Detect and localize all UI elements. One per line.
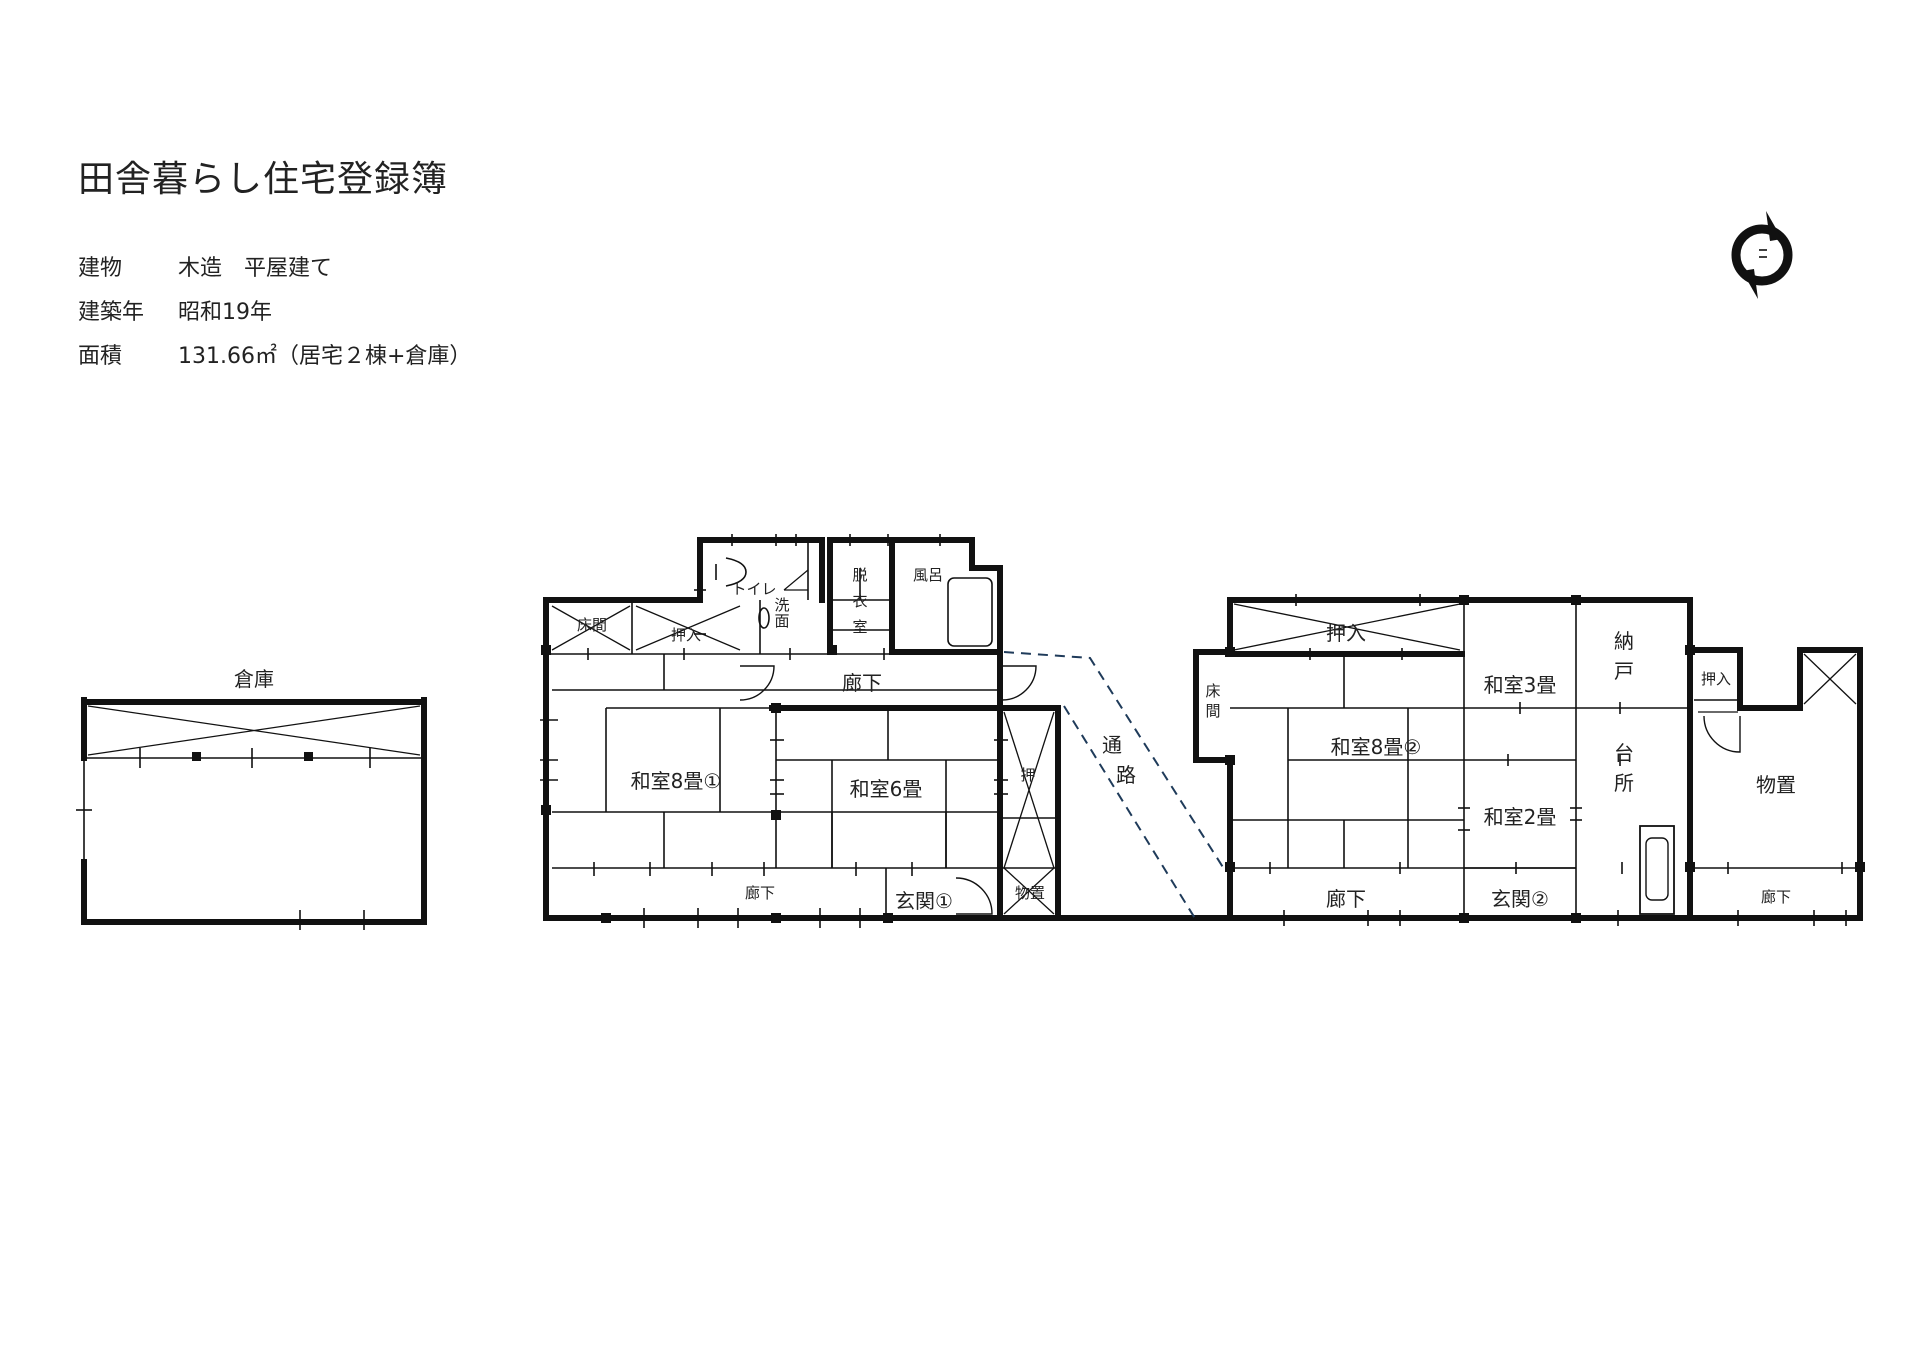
passage: 通路 <box>1003 651 1227 921</box>
room-washroom: 洗面 <box>774 596 789 630</box>
room-corridor-3: 廊下 <box>1761 888 1791 906</box>
room-genkan-2: 玄関② <box>1491 887 1549 911</box>
room-oshiire-2: 押入 <box>1326 621 1366 645</box>
info-area-label: 面積 <box>78 344 123 369</box>
room-washitsu-3: 和室3畳 <box>1484 673 1557 697</box>
room-washitsu-2: 和室2畳 <box>1484 805 1557 829</box>
room-storage-small: 物置 <box>1015 884 1045 902</box>
info-year-label: 建築年 <box>78 300 145 325</box>
info-year-value: 昭和19年 <box>178 300 272 325</box>
room-storage: 物置 <box>1756 773 1796 797</box>
house-2: 床間 押入 和室8畳② 和室3畳 和室2畳 納戸 台所 廊下 玄関② 押入 物置… <box>1193 594 1865 926</box>
room-toilet: トイレ <box>731 580 776 598</box>
room-washitsu-6: 和室6畳 <box>850 777 923 801</box>
warehouse-label: 倉庫 <box>234 667 274 691</box>
warehouse: 倉庫 <box>76 667 427 930</box>
info-year: 建築年 昭和19年 <box>78 294 272 326</box>
info-building: 建物 木造 平屋建て <box>78 250 332 282</box>
room-tokonoma-1: 床間 <box>577 616 607 634</box>
info-building-value: 木造 平屋建て <box>178 256 333 281</box>
room-corridor-1-lower: 廊下 <box>745 884 775 902</box>
room-corridor-2: 廊下 <box>1326 887 1366 911</box>
room-tokonoma-2: 床間 <box>1205 682 1220 720</box>
room-washitsu-8-2: 和室8畳② <box>1331 735 1422 759</box>
page-title: 田舎暮らし住宅登録簿 <box>78 159 449 200</box>
room-oshiire-3: 押入 <box>1701 670 1731 688</box>
room-kitchen: 台所 <box>1614 741 1634 795</box>
info-building-label: 建物 <box>78 256 123 281</box>
room-washitsu-8-1: 和室8畳① <box>631 769 722 793</box>
room-nando: 納戸 <box>1614 629 1634 683</box>
compass-icon <box>1731 211 1793 299</box>
room-dressing: 脱衣室 <box>852 566 867 636</box>
house-1: 床間 押入 トイレ 洗面 脱衣室 風呂 廊下 和室8畳① 和室6畳 押 廊下 玄… <box>540 534 1229 928</box>
info-area: 面積 131.66㎡（居宅２棟+倉庫） <box>78 338 471 370</box>
info-area-value: 131.66㎡（居宅２棟+倉庫） <box>178 344 472 369</box>
room-corridor-1-upper: 廊下 <box>842 671 882 695</box>
room-dressing-label: 脱衣室 <box>852 566 867 636</box>
room-passage: 通路 <box>1102 733 1136 787</box>
room-oshi-small: 押 <box>1020 766 1035 784</box>
room-oshiire-1: 押入 <box>671 626 701 644</box>
room-bath: 風呂 <box>913 566 943 584</box>
room-genkan-1: 玄関① <box>895 889 953 913</box>
